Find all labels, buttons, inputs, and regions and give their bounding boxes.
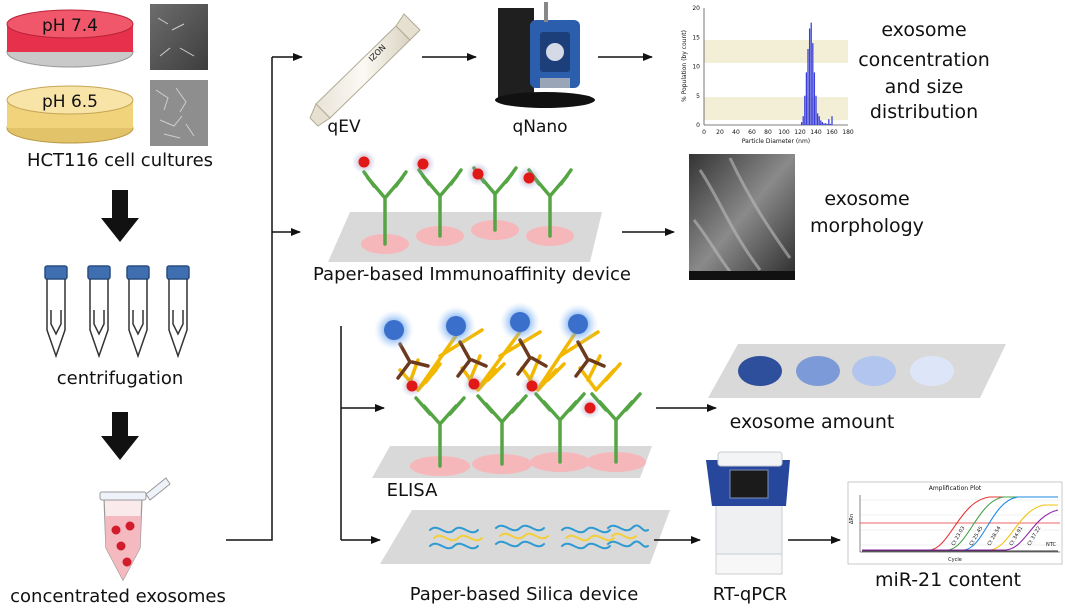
sem-micrograph [689, 154, 795, 280]
histogram-x-ticks: 0 20 40 60 80 100 120 140 160 180 [702, 129, 854, 136]
size-result-label: exosome concentration and size distribut… [858, 19, 990, 123]
histogram-bar [804, 95, 806, 125]
culture-dish-red: pH 7.4 [6, 9, 134, 68]
mir21-result-label: miR-21 content [875, 569, 1021, 591]
morph-result-line-2: morphology [810, 215, 924, 237]
qnano-instrument [495, 2, 595, 108]
histogram-bar [810, 22, 812, 126]
morph-result-line-1: exosome [824, 188, 909, 210]
histogram-x-tick-label: 60 [748, 129, 756, 136]
histogram-band-lower [704, 97, 848, 120]
histogram-bar [823, 123, 825, 125]
elisa-readout-strip [708, 344, 1006, 398]
histogram-x-label: Particle Diameter (nm) [742, 138, 810, 145]
histogram-bars [800, 22, 833, 126]
histogram-bar [805, 72, 808, 125]
histogram-bar [807, 48, 809, 126]
qev-label: qEV [327, 117, 361, 137]
histogram-bar [826, 123, 828, 125]
histogram-y-tick-label: 5 [696, 93, 700, 100]
histogram-y-ticks: 0 5 10 15 20 [692, 5, 700, 129]
histogram-y-label: % Population (by count) [681, 30, 688, 102]
amp-curve-label-ntc: NTC [1046, 542, 1057, 548]
culture-dish-yellow: pH 6.5 [6, 85, 134, 144]
size-result-line-1: exosome [881, 19, 966, 41]
histogram-band-upper [704, 40, 848, 63]
elisa-dot-1 [738, 356, 782, 386]
histogram-x-tick-label: 140 [810, 129, 822, 136]
histogram-y-tick-label: 15 [692, 34, 700, 41]
histogram-x-tick-label: 180 [842, 129, 854, 136]
amp-plot-x-label: Cycle [948, 557, 962, 563]
dish-ph-74-label: pH 7.4 [42, 16, 98, 36]
histogram-bar [824, 123, 827, 125]
cell-micrograph-65 [150, 80, 208, 146]
eppendorf-tube [99, 477, 171, 582]
rtqpcr-label: RT-qPCR [713, 584, 787, 605]
histogram-bar [802, 116, 804, 125]
elisa-dot-2 [796, 356, 840, 386]
amplification-plot: Amplification Plot Ct 23.03 Ct 25.45 Ct … [847, 481, 1063, 565]
elisa-dot-4 [910, 356, 954, 386]
histogram-bar [812, 43, 814, 125]
histogram-y-tick-label: 10 [692, 64, 700, 71]
dish-ph-65-label: pH 6.5 [42, 92, 98, 112]
size-result-line-4: distribution [870, 101, 978, 123]
histogram-x-tick-label: 0 [702, 129, 706, 136]
elisa-dot-3 [852, 356, 896, 386]
lower-connector [340, 326, 385, 544]
silica-label: Paper-based Silica device [410, 584, 639, 605]
amp-plot-title: Amplification Plot [929, 485, 982, 492]
elisa-result-label: exosome amount [730, 411, 895, 433]
histogram-bar [820, 120, 822, 125]
histogram-x-tick-label: 20 [716, 129, 724, 136]
qev-column: IZON [309, 13, 421, 127]
cell-texture [155, 17, 195, 139]
cultures-caption: HCT116 cell cultures [27, 150, 213, 171]
size-result-line-2: concentration [858, 49, 990, 71]
histogram-bar [815, 95, 817, 125]
histogram-x-tick-label: 120 [794, 129, 806, 136]
concentrated-exosomes-label: concentrated exosomes [10, 586, 226, 607]
size-result-line-3: and size [885, 76, 964, 98]
histogram-bar [821, 122, 824, 125]
down-arrow-2 [101, 412, 139, 460]
histogram-x-tick-label: 80 [764, 129, 772, 136]
histogram-bar [808, 28, 811, 126]
histogram-bar [816, 113, 819, 125]
branch-connector [226, 53, 303, 541]
histogram-bar [831, 116, 833, 125]
histogram-y-tick-label: 20 [692, 5, 700, 12]
size-histogram: 0 20 40 60 80 100 120 140 160 180 0 5 10 15 20 Partic… [681, 5, 854, 145]
histogram-bar [828, 119, 830, 125]
qnano-label: qNano [512, 117, 567, 137]
histogram-bar [813, 72, 816, 125]
silica-device [380, 510, 670, 564]
immunoaffinity-device [328, 150, 602, 262]
down-arrow-1 [101, 190, 139, 242]
centrifugation-label: centrifugation [57, 368, 184, 389]
histogram-bar [829, 123, 832, 125]
morph-result-label: exosome morphology [810, 188, 924, 237]
histogram-x-tick-label: 160 [826, 129, 838, 136]
cell-micrograph-74 [150, 4, 208, 70]
histogram-bar [818, 116, 820, 125]
elisa-device [372, 302, 652, 478]
histogram-y-tick-label: 0 [696, 122, 700, 129]
histogram-x-tick-label: 100 [778, 129, 790, 136]
centrifuge-tubes [44, 265, 190, 359]
immunoaffinity-label: Paper-based Immunoaffinity device [313, 264, 631, 285]
elisa-label: ELISA [387, 480, 438, 501]
rtqpcr-instrument [706, 451, 790, 575]
histogram-x-tick-label: 40 [732, 129, 740, 136]
histogram-bar [800, 122, 803, 125]
amp-plot-y-label: ΔRn [849, 514, 855, 524]
